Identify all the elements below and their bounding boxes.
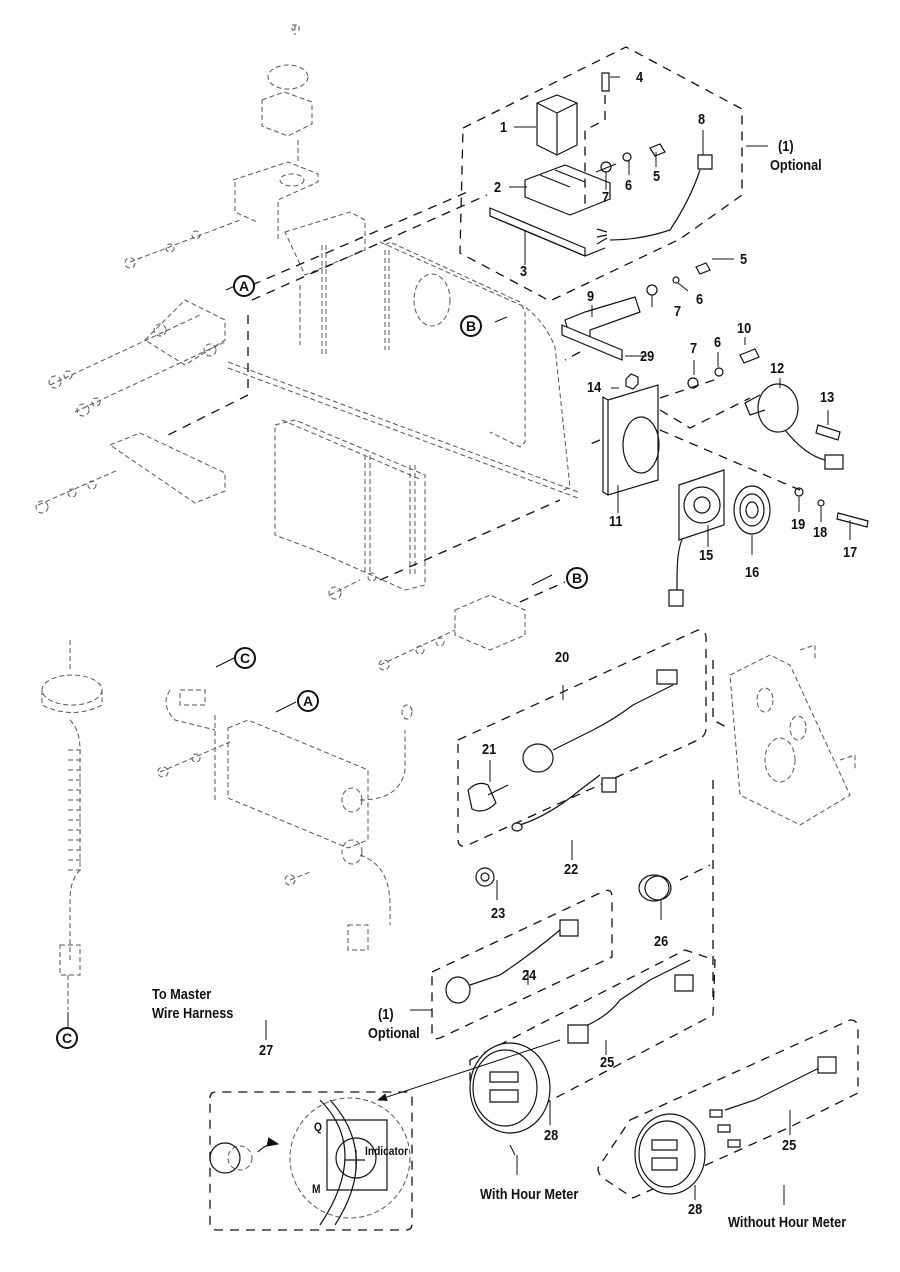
callout-7: 7 [674, 303, 682, 320]
reference-c: C [234, 647, 256, 669]
optional-note-label: Optional [368, 1025, 420, 1042]
without-hour-meter-group [597, 1019, 859, 1199]
callout-25: 25 [782, 1137, 797, 1154]
callout-16: 16 [745, 564, 760, 581]
callout-15: 15 [699, 547, 714, 564]
top-switch-phantom [124, 24, 319, 269]
optional-group-bottom [431, 889, 613, 1040]
callout-26: 26 [654, 933, 669, 950]
callout-5: 5 [653, 168, 661, 185]
filter-box-phantom [157, 689, 413, 951]
to-master-note: To Master [152, 986, 212, 1003]
callout-21: 21 [482, 741, 497, 758]
power-cord-phantom [41, 640, 103, 1010]
callout-1: 1 [500, 119, 508, 136]
optional-note-label: Optional [770, 157, 822, 174]
callout-23: 23 [491, 905, 506, 922]
callout-29: 29 [640, 348, 655, 365]
reference-a: A [233, 275, 255, 297]
detail-q-label: Q [314, 1120, 322, 1134]
with-hour-meter-group [469, 949, 716, 1156]
reference-c: C [56, 1027, 78, 1049]
detail-m-label: M [312, 1182, 321, 1196]
callout-19: 19 [791, 516, 806, 533]
callout-17: 17 [843, 544, 858, 561]
to-master-note: Wire Harness [152, 1005, 234, 1022]
callout-9: 9 [587, 288, 595, 305]
callout-7: 7 [602, 189, 610, 206]
optional-note-number: (1) [378, 1006, 394, 1023]
callout-8: 8 [698, 111, 706, 128]
callout-6: 6 [625, 177, 633, 194]
callout-4: 4 [636, 69, 644, 86]
callout-14: 14 [587, 379, 602, 396]
callout-28: 28 [688, 1201, 703, 1218]
callout-18: 18 [813, 524, 828, 541]
callout-20: 20 [555, 649, 570, 666]
callout-leaders [67, 76, 851, 1205]
callout-22: 22 [564, 861, 579, 878]
callout-5: 5 [740, 251, 748, 268]
detail-inset [209, 1039, 561, 1231]
key-switch-group [457, 629, 856, 1000]
callout-24: 24 [522, 967, 537, 984]
detail-indicator-label: Indicator [365, 1144, 409, 1158]
reference-a: A [297, 690, 319, 712]
optional-group-top [459, 46, 743, 302]
callout-6: 6 [696, 291, 704, 308]
reference-b: B [566, 567, 588, 589]
callout-10: 10 [737, 320, 752, 337]
optional-note-number: (1) [778, 138, 794, 155]
callout-2: 2 [494, 179, 502, 196]
reference-b: B [460, 315, 482, 337]
callout-28: 28 [544, 1127, 559, 1144]
with-hour-meter-label: With Hour Meter [480, 1186, 579, 1203]
callout-12: 12 [770, 360, 785, 377]
callout-3: 3 [520, 263, 528, 280]
callout-25: 25 [600, 1054, 615, 1071]
chassis-phantom [35, 24, 601, 671]
fan-bracket-group [561, 262, 869, 607]
callout-27: 27 [259, 1042, 274, 1059]
callout-11: 11 [609, 513, 623, 530]
callout-6: 6 [714, 334, 722, 351]
without-hour-meter-label: Without Hour Meter [728, 1214, 847, 1231]
callout-13: 13 [820, 389, 835, 406]
callout-7: 7 [690, 340, 698, 357]
